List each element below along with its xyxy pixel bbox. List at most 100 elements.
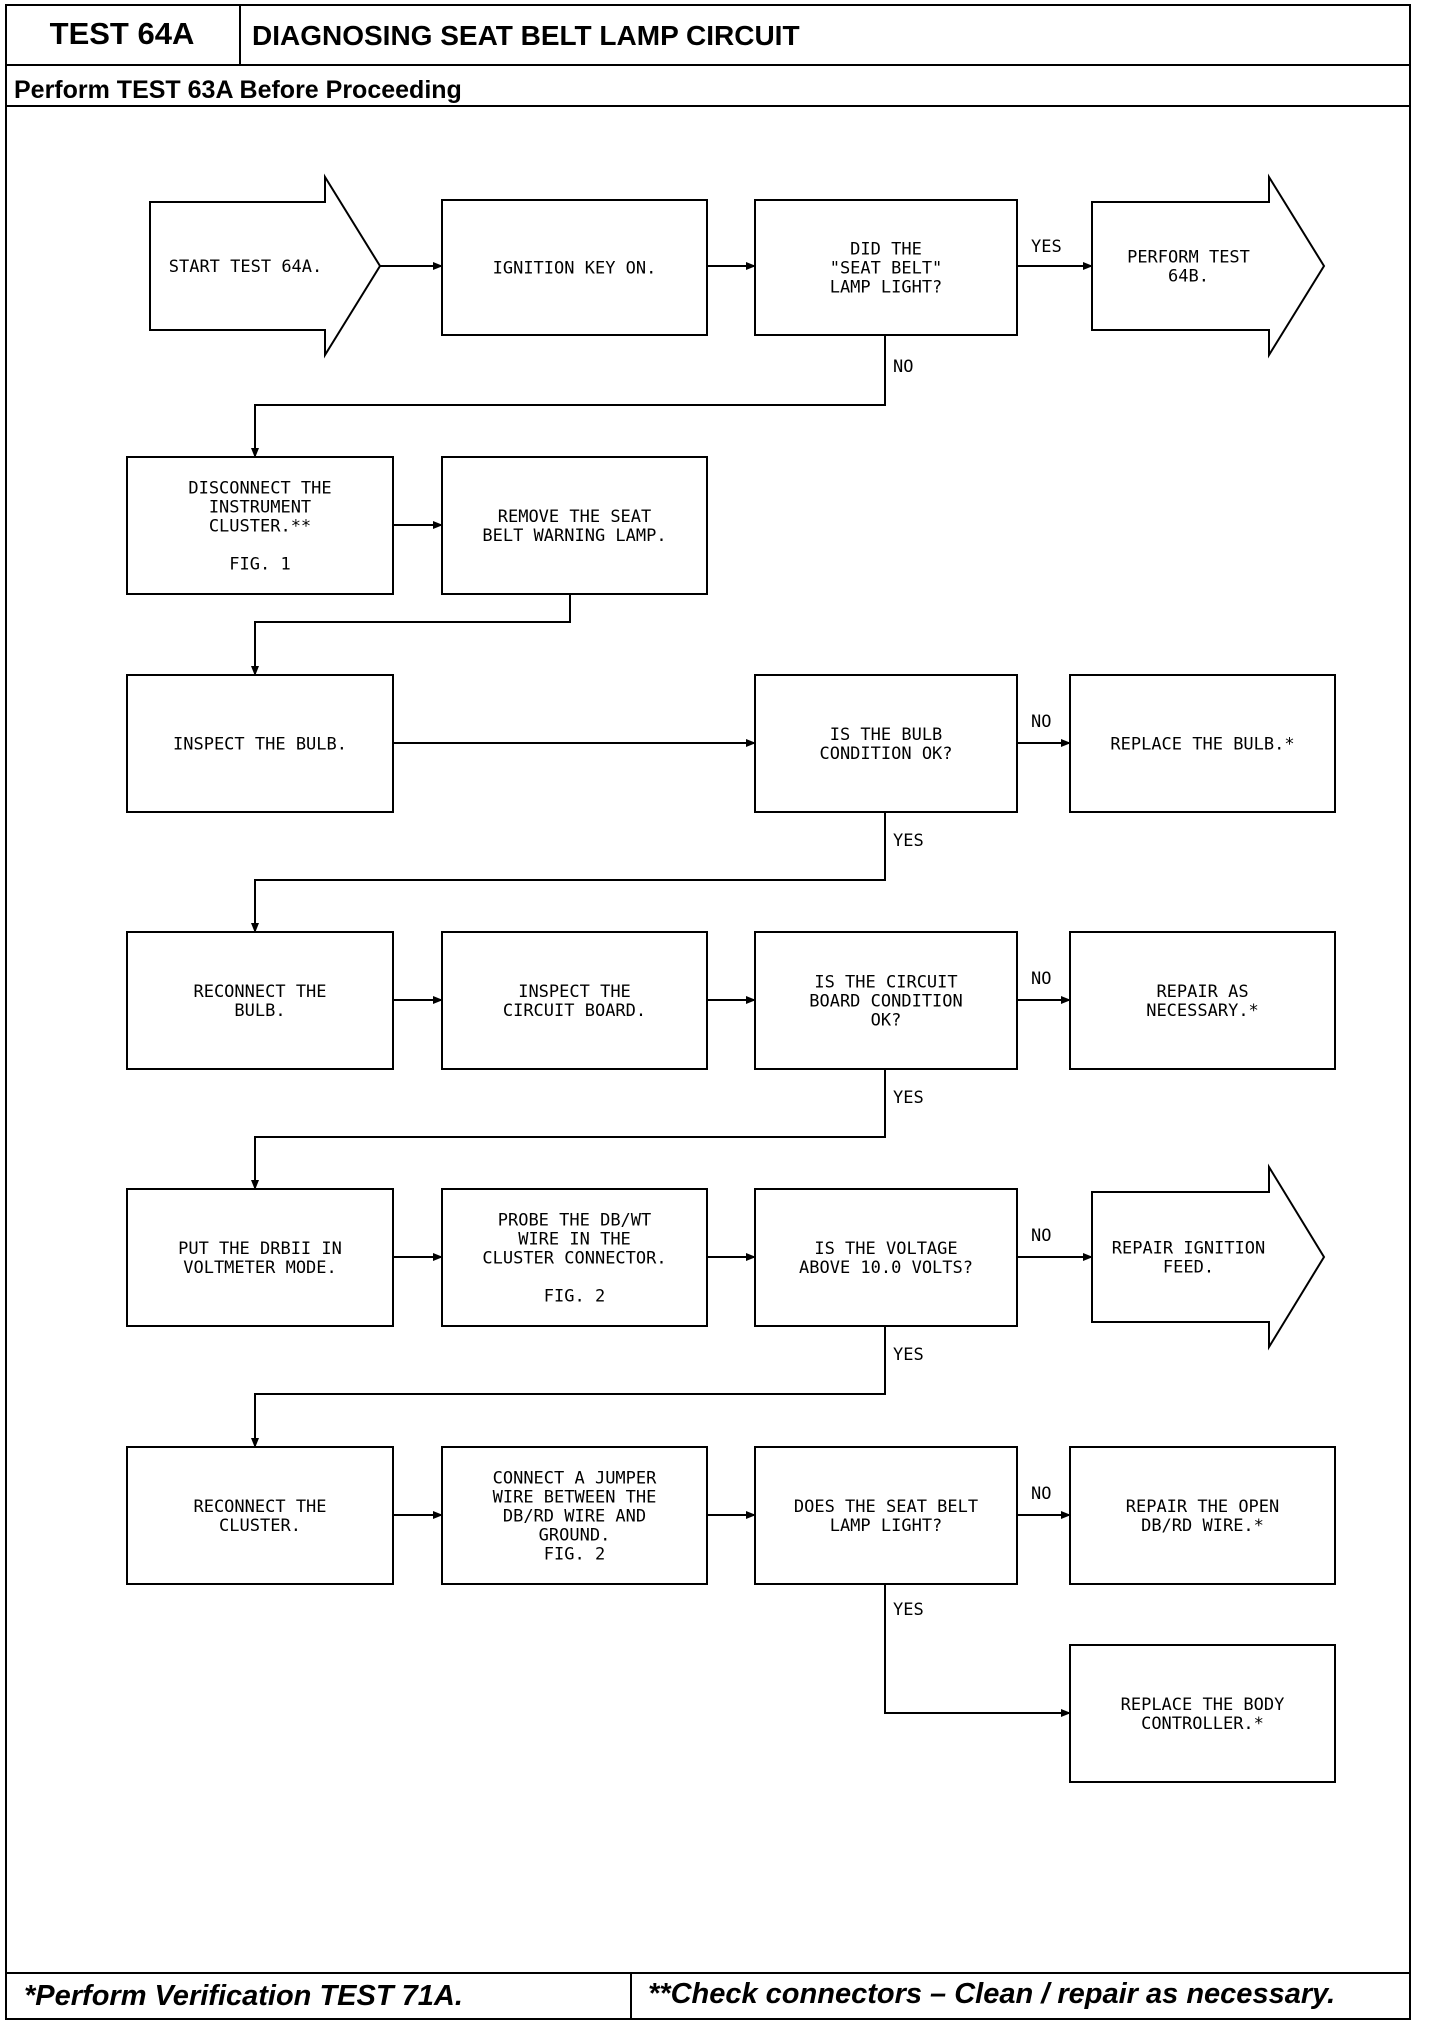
edge-q4-reconc: YES: [251, 1326, 924, 1448]
node-shape-box: [754, 1446, 1018, 1585]
node-shape-arrow: [149, 173, 382, 359]
node-text: FIG. 1: [229, 555, 290, 575]
edge-q2-replbulb: NO: [1017, 712, 1071, 747]
node-text: CIRCUIT BOARD.: [503, 1001, 646, 1021]
edge-label: NO: [1031, 969, 1051, 989]
node-text: "SEAT BELT": [830, 259, 943, 279]
node-text: DB/RD WIRE AND: [503, 1507, 646, 1527]
node-text: BULB.: [234, 1001, 285, 1021]
node-text: INSPECT THE BULB.: [173, 735, 347, 755]
node-text: GROUND.: [539, 1526, 611, 1546]
node-text: ABOVE 10.0 VOLTS?: [799, 1258, 973, 1278]
node-text: CONNECT A JUMPER: [493, 1469, 658, 1489]
node-shape-box: [1069, 674, 1336, 813]
node-text: PUT THE DRBII IN: [178, 1239, 342, 1259]
edge-label: NO: [893, 357, 913, 377]
node-q1: DID THE"SEAT BELT"LAMP LIGHT?: [754, 199, 1018, 336]
footer-separator: [630, 1972, 632, 2020]
node-text: INSTRUMENT: [209, 498, 311, 518]
node-text: CONTROLLER.*: [1141, 1714, 1264, 1734]
node-shape-arrow: [1091, 173, 1326, 359]
page-title: DIAGNOSING SEAT BELT LAMP CIRCUIT: [252, 20, 800, 51]
edge-label: NO: [1031, 1226, 1051, 1246]
connector-line: [251, 594, 571, 676]
node-text: REPAIR AS: [1156, 982, 1248, 1002]
edge-q5-replbody: YES: [884, 1584, 1071, 1717]
node-shape-box: [1069, 1446, 1336, 1585]
edge-q1-p64b: YES: [1017, 237, 1093, 270]
edge-label: NO: [1031, 1484, 1051, 1504]
page-frame: [5, 4, 1411, 2020]
edge-label: YES: [893, 1345, 924, 1365]
node-text: IS THE BULB: [830, 725, 943, 745]
edge-q3-drb: YES: [251, 1069, 924, 1190]
edge-label: NO: [1031, 712, 1051, 732]
node-text: FIG. 2: [544, 1287, 605, 1307]
node-text: REPLACE THE BODY: [1121, 1695, 1285, 1715]
node-text: FIG. 2: [544, 1545, 605, 1565]
node-text: START TEST 64A.: [169, 257, 323, 277]
node-text: 64B.: [1168, 267, 1209, 287]
node-shape-box: [754, 674, 1018, 813]
node-ign: IGNITION KEY ON.: [441, 199, 708, 336]
flowchart: START TEST 64A. IGNITION KEY ON. DID THE"S…: [126, 173, 1336, 1783]
connector-line: [884, 1584, 1071, 1717]
node-shape-box: [1069, 931, 1336, 1070]
subtitle: Perform TEST 63A Before Proceeding: [14, 76, 462, 104]
node-text: IS THE VOLTAGE: [814, 1239, 957, 1259]
footer-divider: [5, 1972, 1411, 1974]
node-text: DID THE: [850, 240, 922, 260]
node-text: IS THE CIRCUIT: [814, 973, 957, 993]
node-text: REMOVE THE SEAT: [498, 507, 652, 527]
node-text: PERFORM TEST: [1127, 248, 1250, 268]
node-text: NECESSARY.*: [1146, 1001, 1259, 1021]
connector-line: [251, 335, 886, 458]
node-text: INSPECT THE: [518, 982, 631, 1002]
node-shape-box: [126, 1446, 394, 1585]
node-text: REPLACE THE BULB.*: [1110, 735, 1294, 755]
node-text: REPAIR THE OPEN: [1126, 1497, 1280, 1517]
node-text: BELT WARNING LAMP.: [482, 526, 666, 546]
node-text: DOES THE SEAT BELT: [794, 1497, 978, 1517]
subtitle-divider: [5, 105, 1411, 107]
node-text: WIRE IN THE: [518, 1230, 631, 1250]
node-shape-box: [441, 456, 708, 595]
node-text: OK?: [871, 1011, 902, 1031]
footer-note-right: **Check connectors – Clean / repair as n…: [648, 1978, 1336, 2010]
node-replbulb: REPLACE THE BULB.*: [1069, 674, 1336, 813]
edge-q5-repopen: NO: [1017, 1484, 1071, 1519]
edge-label: YES: [893, 1600, 924, 1620]
edge-q1-disc: NO: [251, 335, 913, 458]
node-text: CLUSTER CONNECTOR.: [482, 1249, 666, 1269]
edge-q3-repair: NO: [1017, 969, 1071, 1004]
connector-line: [251, 812, 886, 933]
connector-line: [251, 1069, 886, 1190]
connector-line: [251, 1326, 886, 1448]
footer-note-left: *Perform Verification TEST 71A.: [24, 1980, 463, 2012]
edge-remove-inspect: [251, 594, 571, 676]
node-inspect: INSPECT THE BULB.: [126, 674, 394, 813]
node-text: CLUSTER.**: [209, 517, 311, 537]
node-shape-box: [1069, 1644, 1336, 1783]
node-text: LAMP LIGHT?: [830, 278, 943, 298]
edge-label: YES: [893, 831, 924, 851]
node-text: DB/RD WIRE.*: [1141, 1516, 1264, 1536]
node-text: BOARD CONDITION: [809, 992, 963, 1012]
node-shape-box: [441, 1188, 708, 1327]
node-text: VOLTMETER MODE.: [183, 1258, 337, 1278]
node-text: WIRE BETWEEN THE: [493, 1488, 657, 1508]
node-shape-box: [126, 456, 394, 595]
